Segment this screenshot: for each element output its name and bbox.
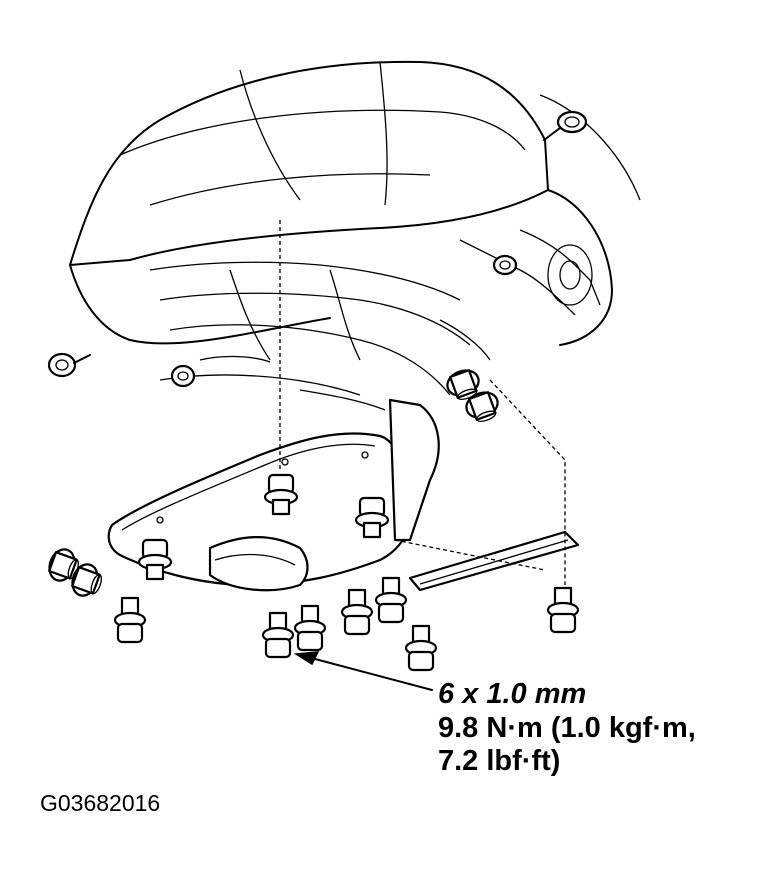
bolt [113, 596, 147, 644]
vehicle-underbody [69, 60, 641, 411]
bolt [354, 496, 390, 539]
collar-bolt [446, 369, 480, 401]
collar-bolt [465, 391, 499, 423]
torque-spec-line2: 7.2 lbf·ft) [438, 745, 561, 777]
front-under-cover [107, 398, 440, 592]
bolt [340, 588, 374, 636]
clip [543, 110, 588, 141]
figure-id: G03682016 [40, 790, 161, 816]
side-strip [408, 530, 580, 592]
clip [170, 364, 196, 388]
bolt [263, 473, 299, 516]
clip [47, 352, 91, 378]
bolt [374, 576, 408, 624]
bolt [261, 611, 295, 659]
bolt-size-label: 6 x 1.0 mm [438, 678, 587, 710]
alignment-lines [279, 220, 566, 585]
collar-bolt [71, 563, 103, 597]
collar-bolt [48, 548, 80, 582]
clip [492, 254, 518, 276]
callout-arrow [293, 651, 433, 691]
bolt [546, 586, 580, 634]
bolt [293, 604, 327, 652]
bolt [404, 624, 438, 672]
bolt [137, 538, 173, 581]
torque-spec-line1: 9.8 N·m (1.0 kgf·m, [438, 712, 696, 744]
